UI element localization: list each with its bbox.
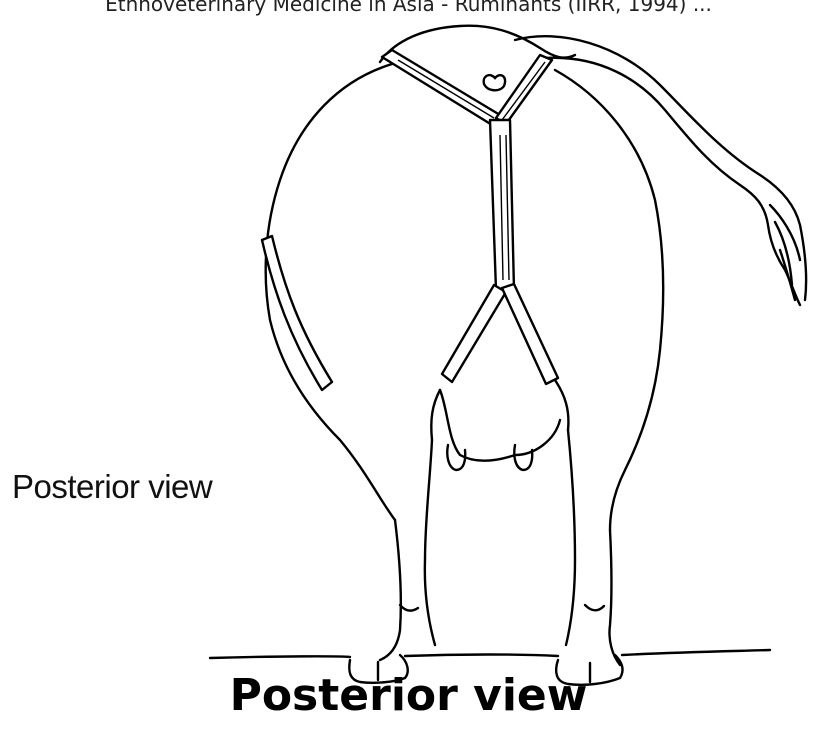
- teat-right: [514, 445, 532, 470]
- anus-marking: [484, 75, 505, 90]
- right-leg-inner: [566, 430, 575, 645]
- strap-stitching-right: [502, 62, 545, 120]
- ground-line: [210, 650, 770, 658]
- strap-left-lower: [442, 285, 506, 382]
- right-hock-mark: [585, 605, 604, 610]
- left-leg-inner: [425, 440, 435, 645]
- left-leg-outer: [380, 520, 401, 660]
- tail-outline-lower: [545, 58, 800, 305]
- strap-stitching-left: [398, 60, 494, 118]
- figure-caption: Posterior view: [0, 670, 817, 721]
- left-hock-mark: [400, 605, 418, 611]
- figure-inline-label: Posterior view: [12, 468, 212, 506]
- tail-outline-upper: [515, 36, 806, 300]
- udder-outline: [440, 390, 560, 461]
- strap-right-lower: [502, 284, 558, 384]
- strap-left-side: [262, 236, 332, 390]
- left-thigh-inner: [431, 390, 440, 440]
- right-thigh-inner: [555, 380, 568, 430]
- right-leg-outer: [609, 530, 620, 665]
